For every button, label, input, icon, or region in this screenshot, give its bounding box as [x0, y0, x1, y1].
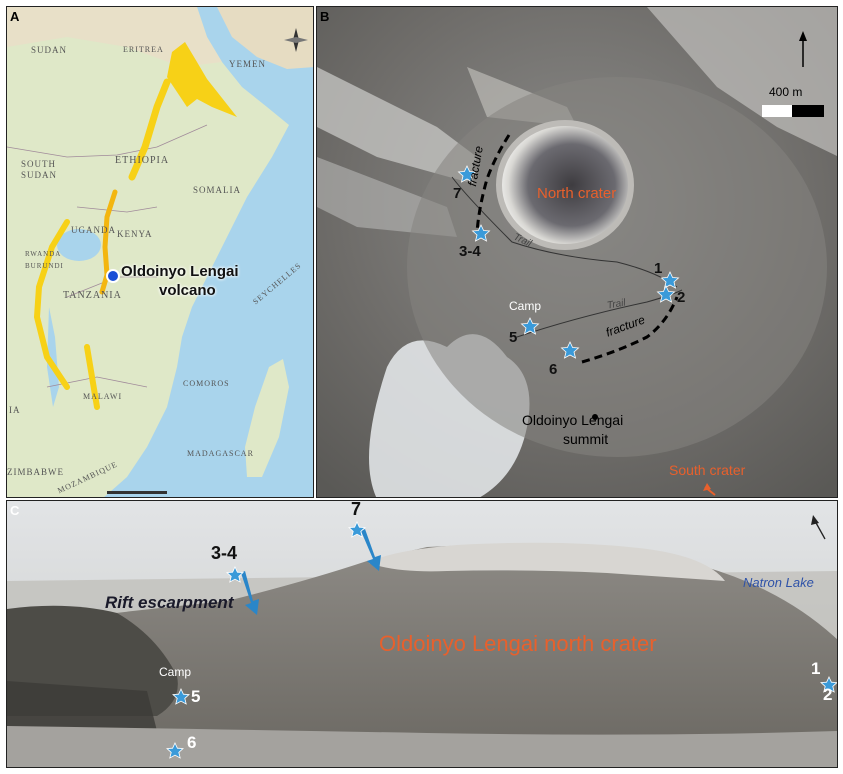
south-crater-label: South crater	[669, 462, 746, 478]
panel-c-panorama: C Oldoinyo Lengai north crater Rift esca…	[6, 500, 838, 768]
camp-label-b: Camp	[509, 299, 542, 313]
star-c-3-4-icon	[226, 566, 244, 583]
summit-label-line1: Oldoinyo Lengai	[522, 412, 624, 428]
country-burundi: BURUNDI	[25, 262, 64, 270]
point-5-label-b: 5	[509, 329, 518, 346]
country-south-sudan: SOUTH SUDAN	[21, 159, 58, 180]
summit-label-line2: summit	[563, 431, 609, 447]
volcano-label-line2: volcano	[159, 282, 216, 299]
point-1-label-b: 1	[654, 260, 663, 277]
country-madagascar: MADAGASCAR	[187, 449, 254, 458]
point-1-label-c: 1	[811, 659, 821, 678]
star-3-4-icon	[471, 224, 491, 242]
panorama-graphic	[7, 501, 837, 767]
country-somalia: SOMALIA	[193, 185, 242, 195]
panel-a-label: A	[10, 9, 20, 24]
north-arrow-b-icon	[799, 31, 807, 67]
star-c-6-icon	[166, 742, 184, 759]
star-7-icon	[457, 165, 477, 183]
point-2-label-b: 2	[677, 289, 686, 306]
point-3-4-label-c: 3-4	[211, 543, 238, 563]
point-6-label-c: 6	[187, 733, 197, 752]
panel-a-regional-map: A SUDAN ERITREA YEMEN ETHIOPIA SOUTH SUD…	[6, 6, 314, 498]
camp-label-c: Camp	[159, 665, 192, 679]
star-2-icon	[656, 285, 676, 303]
point-2-label-c: 2	[823, 685, 833, 704]
panel-b-label: B	[320, 9, 330, 24]
panel-b-satellite-view: B 400 m North crater South crater Oldoin…	[316, 6, 838, 498]
country-tanzania: TANZANIA	[63, 290, 122, 301]
star-6-icon	[560, 341, 580, 359]
regional-map-graphic	[7, 7, 313, 497]
country-rwanda: RWANDA	[25, 250, 62, 258]
north-arrow-c-icon	[811, 515, 826, 540]
arrow-7-icon	[361, 529, 381, 571]
star-5-icon	[520, 317, 540, 335]
point-5-label-c: 5	[191, 687, 201, 706]
north-arrow-icon	[284, 28, 308, 52]
country-kenya: KENYA	[117, 229, 153, 239]
country-zimbabwe: ZIMBABWE	[7, 467, 64, 477]
star-1-icon	[660, 271, 680, 289]
star-c-5-icon	[172, 688, 190, 705]
point-3-4-label-b: 3-4	[459, 243, 481, 260]
rift-escarpment-label: Rift escarpment	[105, 593, 234, 612]
panorama-title: Oldoinyo Lengai north crater	[379, 631, 657, 656]
country-yemen: YEMEN	[229, 59, 266, 69]
star-c-7-icon	[348, 521, 366, 538]
north-crater-label: North crater	[537, 185, 617, 202]
scale-label: 400 m	[769, 85, 803, 99]
point-7-label-c: 7	[351, 500, 362, 519]
country-sudan: SUDAN	[31, 45, 68, 55]
star-c-1-icon	[820, 676, 837, 693]
country-malawi: MALAWI	[83, 392, 123, 401]
natron-lake-label: Natron Lake	[743, 575, 814, 590]
point-6-label-b: 6	[549, 361, 558, 378]
volcano-label-line1: Oldoinyo Lengai	[121, 263, 239, 280]
point-7-label-b: 7	[453, 185, 462, 202]
panel-c-label: C	[10, 503, 20, 518]
country-eritrea: ERITREA	[123, 45, 164, 54]
country-ethiopia: ETHIOPIA	[115, 155, 170, 166]
country-comoros: COMOROS	[183, 379, 230, 388]
volcano-marker-icon	[106, 269, 120, 283]
satellite-graphic	[317, 7, 837, 497]
arrow-3-4-icon	[241, 571, 259, 615]
country-fragment: IA	[9, 405, 21, 415]
country-uganda: UGANDA	[71, 225, 116, 235]
